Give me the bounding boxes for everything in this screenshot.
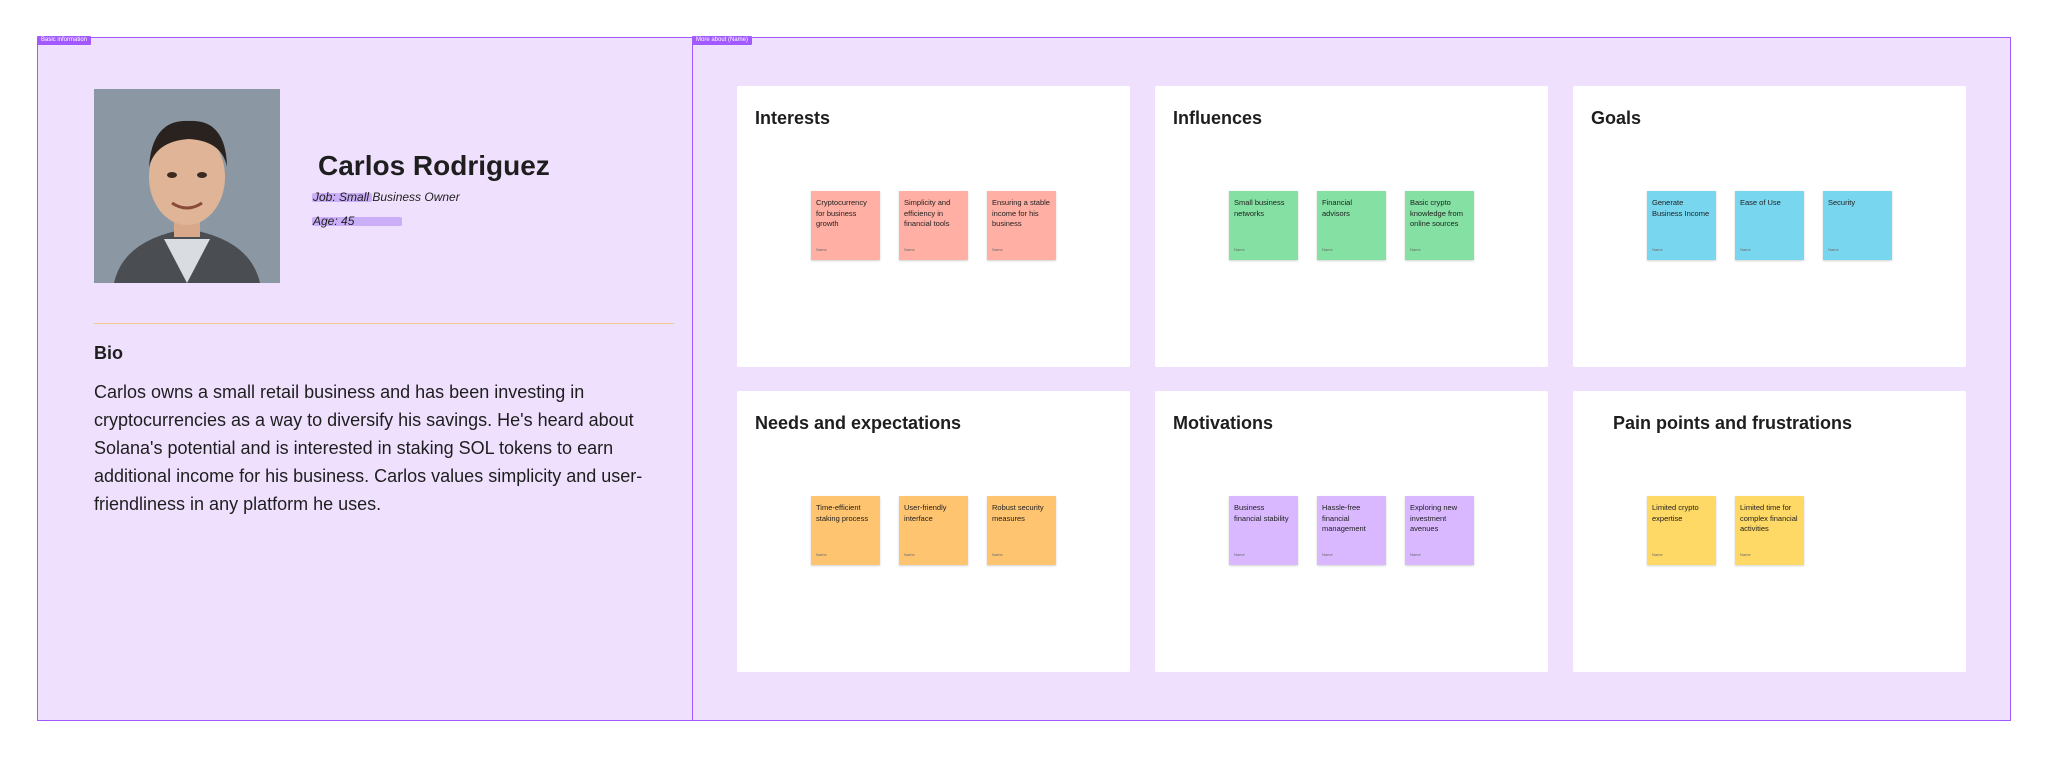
sticky-note[interactable]: Financial advisors Name [1317,191,1386,260]
section-divider [94,323,674,324]
card-needs[interactable]: Needs and expectations Time-efficient st… [737,391,1130,672]
sticky-note-author: Name [1652,551,1663,557]
sticky-note[interactable]: Hassle-free financial management Name [1317,496,1386,565]
sticky-note-author: Name [992,246,1003,252]
frame-label-more[interactable]: More about (Name) [692,36,753,45]
bio-heading: Bio [94,343,123,363]
sticky-note[interactable]: Security Name [1823,191,1892,260]
sticky-note-text: Hassle-free financial management [1322,503,1366,533]
sticky-note-text: Basic crypto knowledge from online sourc… [1410,198,1463,228]
persona-age: Age: 45 [313,214,355,228]
sticky-note-text: Security [1828,198,1856,207]
card-title: Needs and expectations [755,413,962,433]
sticky-note-author: Name [904,551,915,557]
card-title: Pain points and frustrations [1613,413,1853,433]
sticky-note-text: Simplicity and efficiency in financial t… [904,198,951,228]
bio-text: Carlos owns a small retail business and … [94,382,643,514]
sticky-note-text: User-friendly interface [904,503,947,523]
sticky-note[interactable]: Exploring new investment avenues Name [1405,496,1474,565]
sticky-note[interactable]: Ensuring a stable income for his busines… [987,191,1056,260]
sticky-note-author: Name [1322,551,1333,557]
sticky-note-text: Exploring new investment avenues [1410,503,1458,533]
sticky-note-text: Limited crypto expertise [1652,503,1699,523]
sticky-note-author: Name [1740,246,1751,252]
sticky-note-author: Name [904,246,915,252]
sticky-note[interactable]: Time-efficient staking process Name [811,496,880,565]
sticky-note[interactable]: Business financial stability Name [1229,496,1298,565]
sticky-note-text: Limited time for complex financial activ… [1740,503,1798,533]
sticky-note-text: Financial advisors [1322,198,1353,218]
more-about-frame[interactable]: More about (Name) Interests Cryptocurren… [692,36,2011,721]
sticky-note[interactable]: Limited crypto expertise Name [1647,496,1716,565]
sticky-note-text: Generate Business Income [1652,198,1710,218]
card-title: Goals [1591,108,1642,128]
sticky-note-text: Ease of Use [1740,198,1781,207]
job-highlight [312,193,372,202]
sticky-note-author: Name [1234,551,1245,557]
sticky-note-text: Small business networks [1234,198,1285,218]
sticky-note-author: Name [816,246,827,252]
sticky-note-author: Name [816,551,827,557]
card-pain-points[interactable]: Pain points and frustrations Limited cry… [1573,391,1966,672]
persona-name: Carlos Rodriguez [318,150,550,181]
sticky-note[interactable]: Small business networks Name [1229,191,1298,260]
sticky-note-author: Name [1652,246,1663,252]
sticky-note-text: Ensuring a stable income for his busines… [992,198,1050,228]
sticky-note[interactable]: User-friendly interface Name [899,496,968,565]
sticky-note-text: Robust security measures [992,503,1044,523]
sticky-note-author: Name [1410,246,1421,252]
sticky-note[interactable]: Limited time for complex financial activ… [1735,496,1804,565]
card-title: Influences [1173,108,1263,128]
card-motivations[interactable]: Motivations Business financial stability… [1155,391,1548,672]
frame-label-basic[interactable]: Basic information [37,36,92,45]
card-influences[interactable]: Influences Small business networks Name … [1155,86,1548,367]
age-highlight [312,217,402,226]
sticky-note-text: Business financial stability [1234,503,1289,523]
sticky-note-author: Name [1828,246,1839,252]
sticky-note[interactable]: Simplicity and efficiency in financial t… [899,191,968,260]
basic-information-frame[interactable]: Basic information Carlos Rodriguez Job: … [37,36,694,721]
sticky-note-author: Name [992,551,1003,557]
sticky-note-author: Name [1322,246,1333,252]
sticky-note[interactable]: Generate Business Income Name [1647,191,1716,260]
sticky-note-text: Cryptocurrency for business growth [816,198,867,228]
sticky-note[interactable]: Ease of Use Name [1735,191,1804,260]
card-title: Motivations [1173,413,1274,433]
sticky-note-author: Name [1234,246,1245,252]
sticky-note-text: Time-efficient staking process [816,503,869,523]
sticky-note-author: Name [1410,551,1421,557]
card-interests[interactable]: Interests Cryptocurrency for business gr… [737,86,1130,367]
persona-job: Job: Small Business Owner [313,190,460,204]
sticky-note[interactable]: Robust security measures Name [987,496,1056,565]
sticky-note[interactable]: Cryptocurrency for business growth Name [811,191,880,260]
card-goals[interactable]: Goals Generate Business Income Name Ease… [1573,86,1966,367]
sticky-note-author: Name [1740,551,1751,557]
sticky-note[interactable]: Basic crypto knowledge from online sourc… [1405,191,1474,260]
card-title: Interests [755,108,831,128]
portrait-photo [94,89,280,283]
